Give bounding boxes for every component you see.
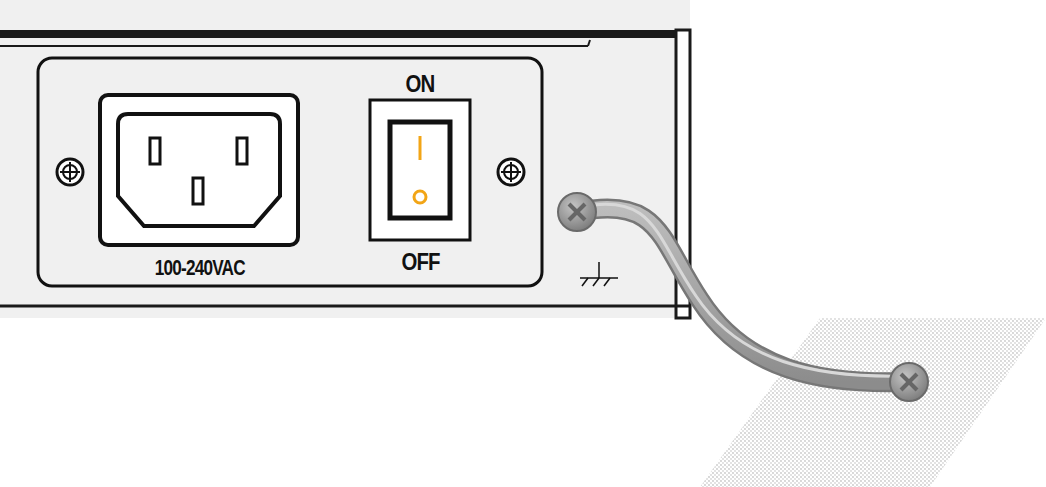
power-socket	[100, 95, 298, 245]
panel-top-band	[0, 30, 690, 38]
ground-screw	[890, 363, 928, 401]
panel-face	[0, 0, 690, 318]
power-module-frame	[38, 58, 542, 286]
switch-position: OFF	[401, 248, 439, 276]
voltage-rating: 100-240VAC	[155, 255, 245, 281]
module-screw	[498, 159, 524, 185]
power-switch	[370, 100, 470, 240]
ground-screw	[558, 193, 596, 231]
ground-symbol	[580, 262, 618, 286]
ground-cable	[577, 208, 907, 382]
switch-position: ON	[406, 70, 435, 98]
module-screw	[57, 159, 83, 185]
